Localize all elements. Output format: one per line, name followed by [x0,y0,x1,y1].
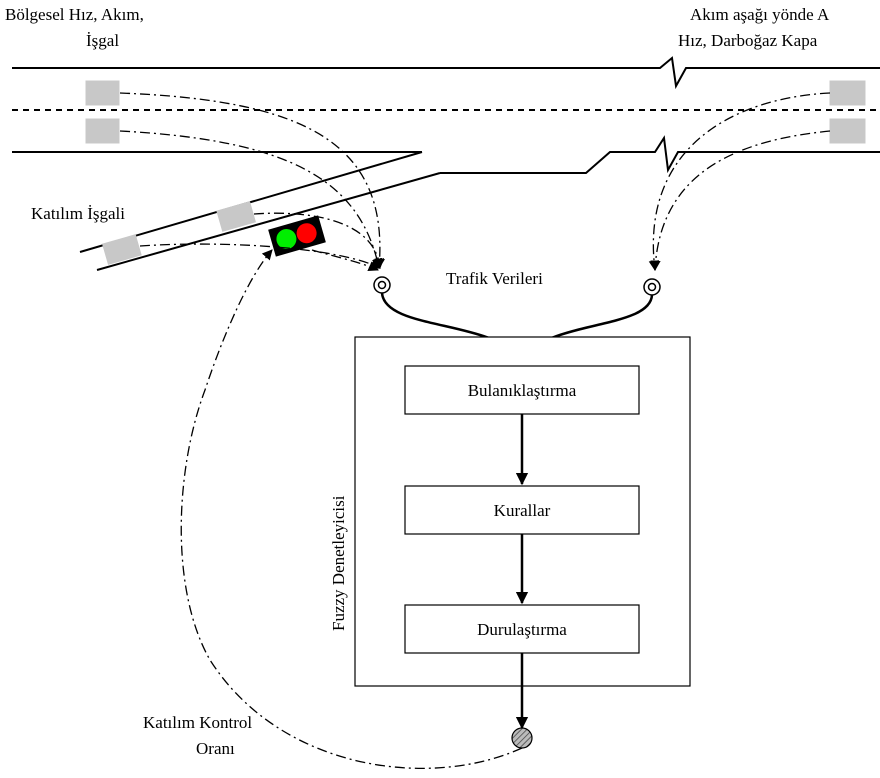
defuzzification-box [404,604,640,654]
regional-label-line2: İşgal [86,31,119,50]
vehicle-highway-lower-left [85,118,120,144]
ramp-lower-edge [96,172,441,271]
downstream-label-line1: Akım aşağı yönde A [690,5,830,24]
link-highway-upper-left [119,92,385,270]
detector-left-inner [377,280,387,290]
vehicle-ramp-lower [102,234,142,265]
vehicle-ramp-upper [216,201,256,232]
vehicle-highway-lower-right [829,118,866,144]
highway [12,56,880,174]
link-signal-to-detector [311,249,379,271]
fuzzification-label: Bulanıklaştırma [468,381,577,400]
controller-name-label: Fuzzy Denetleyicisi [329,495,348,631]
link-highway-upper-right [648,92,831,272]
vehicles [85,80,866,265]
ramp-occupancy-label: Katılım İşgali [31,204,125,223]
vehicle-highway-upper-right [829,80,866,106]
defuzzification-label: Durulaştırma [477,620,567,639]
rules-box [404,485,640,535]
link-control-feedback [180,249,523,769]
regional-label-line1: Bölgesel Hız, Akım, [5,5,144,24]
rules-label: Kurallar [494,501,551,520]
traffic-light-red-lamp [296,223,317,244]
link-ramp-lower [139,243,381,269]
highway-bottom-edge-right [440,135,880,174]
link-highway-lower-right [650,130,831,272]
link-ramp-upper [253,212,385,270]
traffic-light-icon [268,215,326,257]
highway-top-edge [12,56,880,90]
downstream-label-line2: Hız, Darboğaz Kapa [678,31,818,50]
ramp-upper-edge [79,151,423,253]
control-rate-label-line2: Oranı [196,739,235,758]
detector-icon [373,276,661,296]
control-rate-label-line1: Katılım Kontrol [143,713,252,732]
traffic-data-label: Trafik Verileri [446,269,543,288]
traffic-light-green-lamp [276,229,297,250]
vehicle-highway-upper-left [85,80,120,106]
detector-right-inner [647,282,657,292]
sensing-links [119,92,831,769]
on-ramp [79,151,441,271]
output-node-icon [511,727,533,749]
link-highway-lower-left [119,130,383,270]
